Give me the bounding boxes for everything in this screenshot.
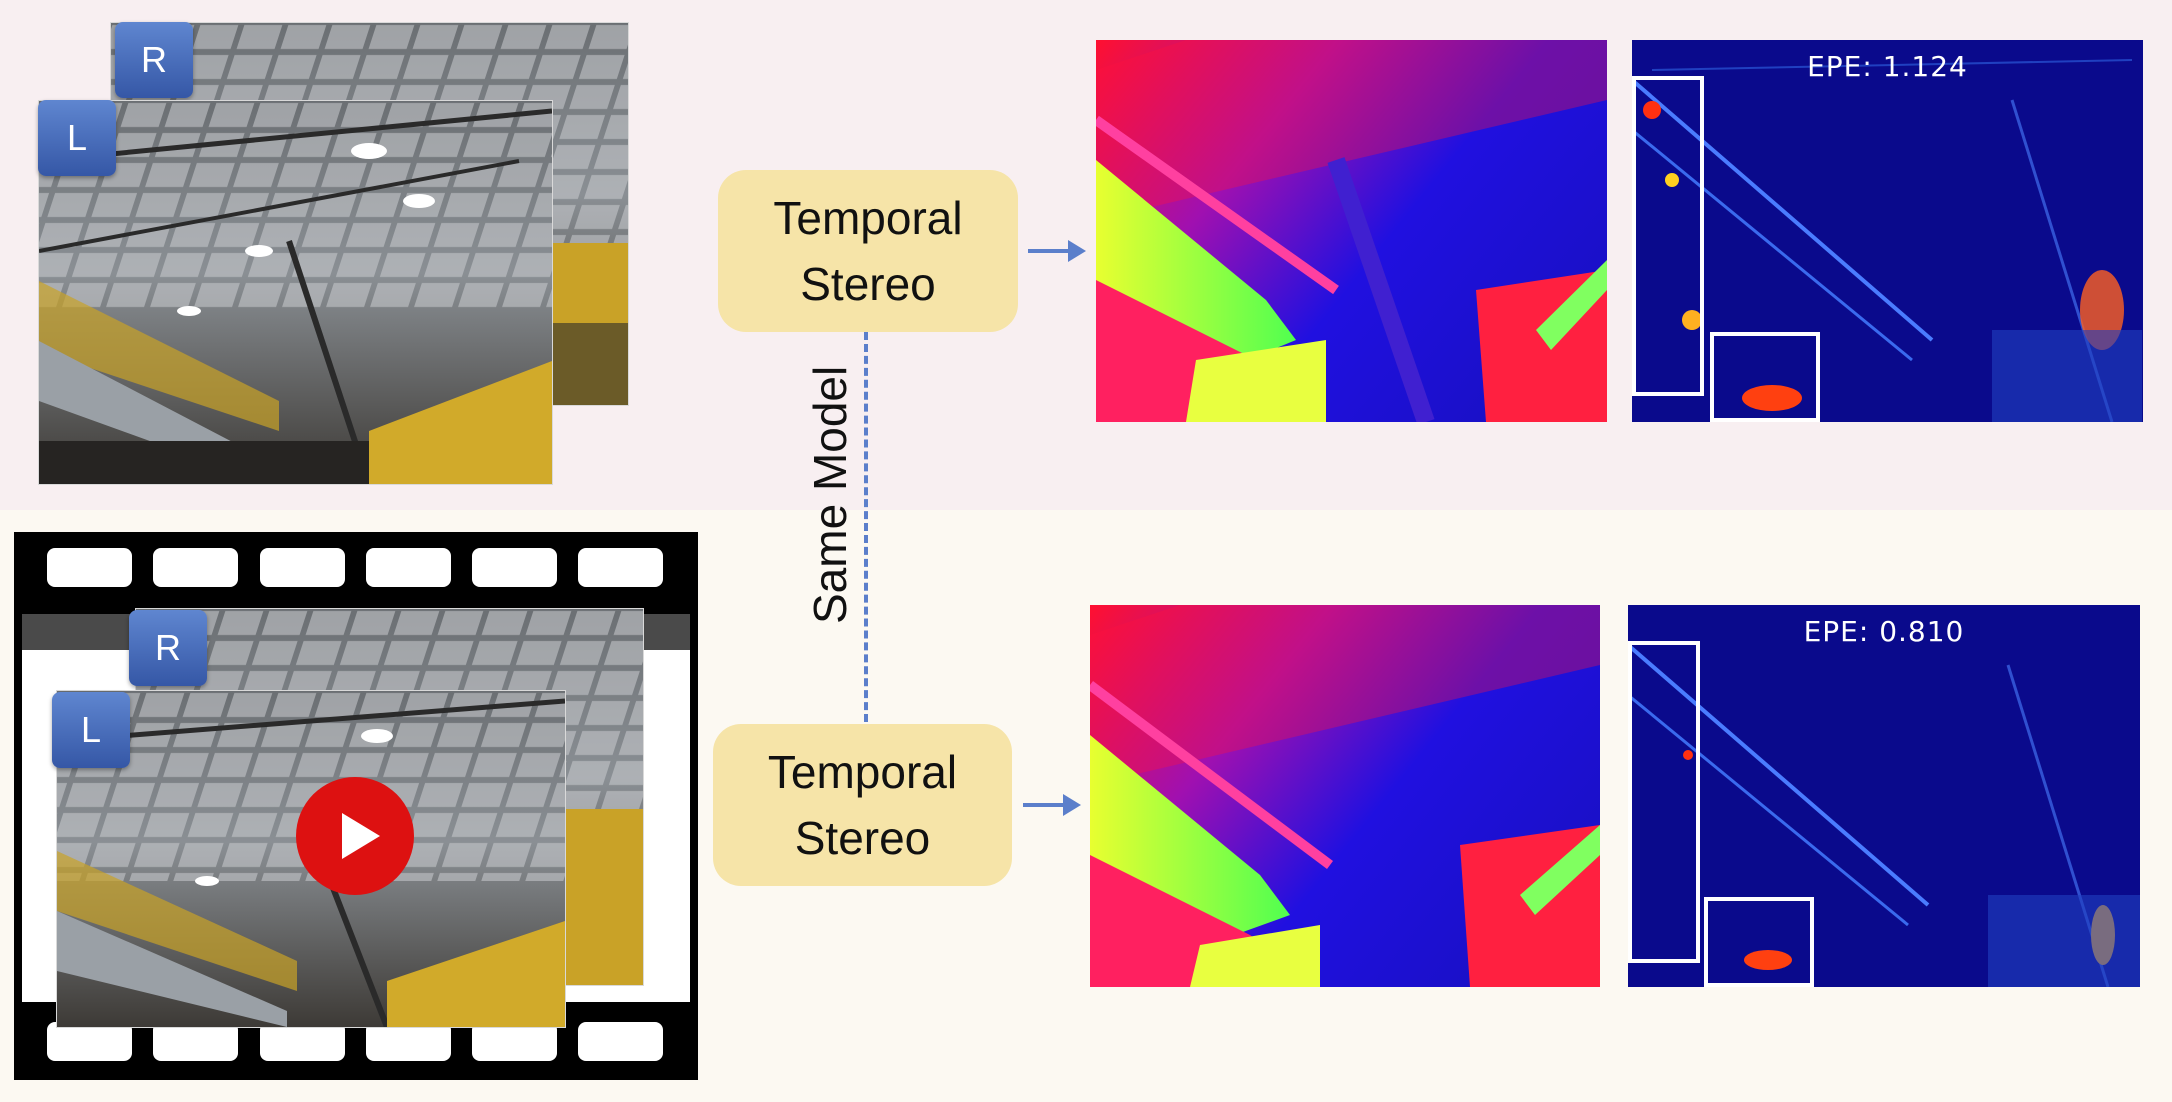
- box-line-2: Stereo: [800, 258, 936, 310]
- play-button-icon[interactable]: [296, 777, 414, 895]
- dashed-connector-line: [864, 332, 868, 722]
- epe-metric-top: EPE: 1.124: [1807, 50, 1968, 83]
- top-panel-image-stereo: R L Temporal Stereo: [0, 0, 2172, 510]
- bottom-panel-video-stereo: R L Temporal Stereo: [0, 510, 2172, 1102]
- same-model-label: Same Model: [804, 365, 856, 624]
- highlight-box-left-top: [1632, 76, 1704, 396]
- disparity-map-top: [1096, 40, 1607, 422]
- epe-metric-bottom: EPE: 0.810: [1803, 615, 1965, 648]
- box-line-2: Stereo: [794, 812, 931, 864]
- box-line-1: Temporal: [773, 192, 963, 244]
- right-view-tag-top: R: [115, 22, 193, 98]
- box-line-1: Temporal: [767, 746, 958, 798]
- left-view-tag-bottom: L: [52, 692, 130, 768]
- left-image-top: [38, 100, 553, 485]
- disparity-map-bottom: [1090, 605, 1600, 987]
- error-map-top: EPE: 1.124: [1632, 40, 2143, 422]
- highlight-box-left-bottom: [1628, 641, 1700, 963]
- arrow-right-icon: [1028, 240, 1086, 262]
- highlight-box-bottom-bottom: [1704, 897, 1814, 987]
- right-view-tag-bottom: R: [129, 610, 207, 686]
- temporal-stereo-box-bottom: Temporal Stereo: [713, 724, 1012, 886]
- error-map-bottom: EPE: 0.810: [1628, 605, 2140, 987]
- left-view-tag-top: L: [38, 100, 116, 176]
- arrow-right-icon: [1023, 794, 1081, 816]
- highlight-box-bottom-top: [1710, 332, 1820, 422]
- temporal-stereo-box-top: Temporal Stereo: [718, 170, 1018, 332]
